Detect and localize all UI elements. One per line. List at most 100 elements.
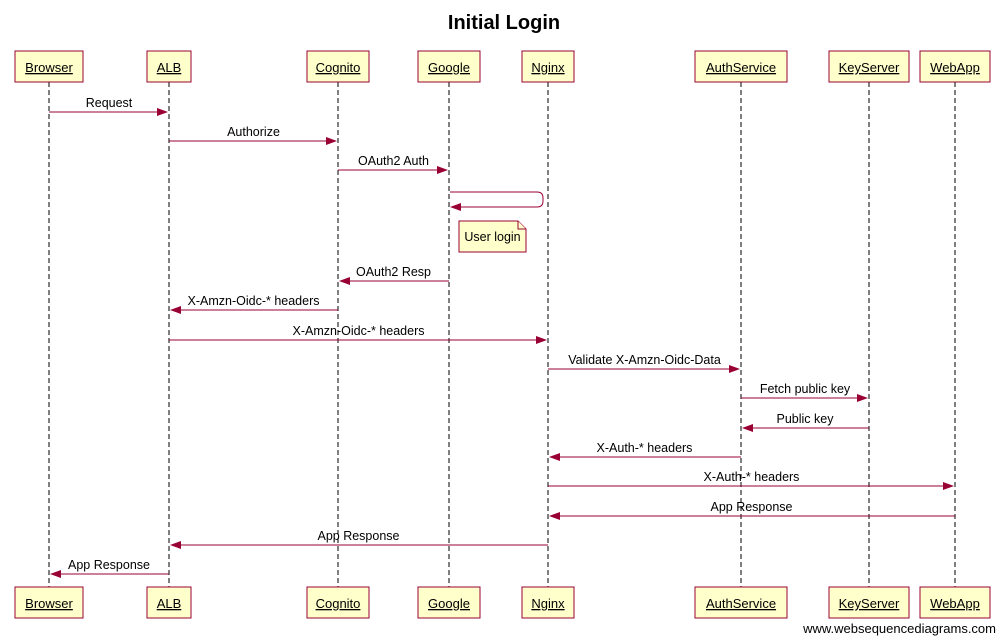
note-text: User login: [464, 230, 520, 244]
arrowhead: [943, 482, 954, 490]
participant-nginx-bottom: Nginx: [521, 586, 575, 619]
message-label: Request: [86, 96, 133, 110]
participant-box: [521, 586, 575, 619]
participant-label: AuthService: [706, 596, 776, 611]
arrowhead: [857, 394, 868, 402]
participant-authservice-bottom: AuthService: [694, 586, 788, 619]
message-label: Fetch public key: [760, 382, 851, 396]
message-label: X-Amzn-Oidc-* headers: [293, 324, 425, 338]
participant-box: [828, 586, 910, 619]
message-1: Request: [49, 96, 168, 116]
participant-box: [919, 50, 991, 83]
message-3: OAuth2 Auth: [338, 154, 448, 174]
message-label: X-Amzn-Oidc-* headers: [188, 294, 320, 308]
message-13: App Response: [549, 500, 955, 520]
message-label: OAuth2 Resp: [356, 265, 431, 279]
participant-box: [146, 50, 192, 83]
message-label: X-Auth-* headers: [704, 470, 800, 484]
message-6: X-Amzn-Oidc-* headers: [170, 294, 338, 314]
message-label: X-Auth-* headers: [597, 441, 693, 455]
message-15: App Response: [50, 558, 169, 578]
arrowhead: [742, 424, 753, 432]
participant-alb-top: ALB: [146, 50, 192, 83]
participant-google-bottom: Google: [417, 586, 481, 619]
participant-label: ALB: [157, 596, 182, 611]
message-label: App Response: [317, 529, 399, 543]
message-14: App Response: [170, 529, 548, 549]
participant-label: Google: [428, 60, 470, 75]
arrowhead: [170, 541, 181, 549]
participants: BrowserBrowserALBALBCognitoCognitoGoogle…: [14, 50, 991, 619]
message-10: Public key: [742, 412, 869, 432]
arrowhead: [729, 365, 740, 373]
participant-browser-top: Browser: [14, 50, 84, 83]
participant-cognito-bottom: Cognito: [306, 586, 370, 619]
message-7: X-Amzn-Oidc-* headers: [169, 324, 547, 344]
notes: User login: [458, 220, 527, 253]
participant-box: [694, 50, 788, 83]
participant-label: Nginx: [531, 60, 565, 75]
arrowhead: [326, 137, 337, 145]
message-11: X-Auth-* headers: [549, 441, 741, 461]
participant-box: [521, 50, 575, 83]
arrowhead: [339, 277, 350, 285]
participant-webapp-bottom: WebApp: [919, 586, 991, 619]
participant-label: Cognito: [316, 60, 361, 75]
participant-box: [919, 586, 991, 619]
participant-label: ALB: [157, 60, 182, 75]
participant-box: [417, 50, 481, 83]
message-label: Authorize: [227, 125, 280, 139]
note-user-login: User login: [458, 220, 527, 253]
self-message-arrow: [450, 191, 544, 208]
participant-label: Browser: [25, 60, 73, 75]
message-label: OAuth2 Auth: [358, 154, 429, 168]
participant-authservice-top: AuthService: [694, 50, 788, 83]
arrowhead: [536, 336, 547, 344]
message-2: Authorize: [169, 125, 337, 145]
participant-keyserver-bottom: KeyServer: [828, 586, 910, 619]
participant-box: [306, 586, 370, 619]
message-label: Validate X-Amzn-Oidc-Data: [568, 353, 721, 367]
participant-label: WebApp: [930, 60, 980, 75]
participant-webapp-top: WebApp: [919, 50, 991, 83]
participant-cognito-top: Cognito: [306, 50, 370, 83]
arrowhead: [170, 306, 181, 314]
participant-box: [417, 586, 481, 619]
participant-label: AuthService: [706, 60, 776, 75]
message-label: Public key: [777, 412, 835, 426]
participant-keyserver-top: KeyServer: [828, 50, 910, 83]
participant-label: KeyServer: [839, 596, 900, 611]
participant-label: Nginx: [531, 596, 565, 611]
arrowhead: [549, 512, 560, 520]
message-4: [450, 191, 544, 211]
message-9: Fetch public key: [741, 382, 868, 402]
arrowhead: [50, 570, 61, 578]
participant-label: WebApp: [930, 596, 980, 611]
participant-label: Google: [428, 596, 470, 611]
participant-browser-bottom: Browser: [14, 586, 84, 619]
participant-box: [306, 50, 370, 83]
message-12: X-Auth-* headers: [548, 470, 954, 490]
message-label: App Response: [710, 500, 792, 514]
message-8: Validate X-Amzn-Oidc-Data: [548, 353, 740, 373]
arrowhead: [157, 108, 168, 116]
arrowhead: [450, 203, 461, 211]
message-label: App Response: [68, 558, 150, 572]
participant-google-top: Google: [417, 50, 481, 83]
participant-box: [14, 50, 84, 83]
participant-nginx-top: Nginx: [521, 50, 575, 83]
diagram-title: Initial Login: [448, 12, 560, 34]
participant-box: [828, 50, 910, 83]
arrowhead: [437, 166, 448, 174]
participant-label: KeyServer: [839, 60, 900, 75]
participant-label: Cognito: [316, 596, 361, 611]
participant-box: [694, 586, 788, 619]
message-5: OAuth2 Resp: [339, 265, 449, 285]
note-fold: [517, 221, 526, 230]
arrowhead: [549, 453, 560, 461]
participant-alb-bottom: ALB: [146, 586, 192, 619]
participant-label: Browser: [25, 596, 73, 611]
footer-watermark: www.websequencediagrams.com: [802, 621, 996, 636]
